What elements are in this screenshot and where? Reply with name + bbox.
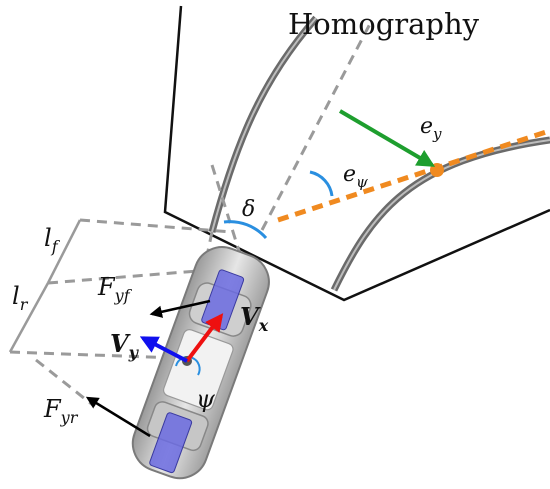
lf-top-guide	[79, 218, 233, 234]
epsi-arc	[309, 170, 334, 197]
homography-title: Homography	[288, 7, 480, 41]
lane-left-highlight	[211, 17, 317, 233]
heading-line	[277, 129, 547, 223]
lane-centerline	[260, 19, 374, 231]
dimension-lines	[8, 219, 82, 353]
ey-arrow	[338, 109, 436, 167]
lf-label: lf	[44, 224, 61, 256]
lf-dimension	[46, 219, 82, 284]
delta-arc	[223, 220, 268, 240]
epsi-label: eψ	[343, 162, 368, 191]
fyr-label: Fyr	[43, 395, 79, 427]
fyf-label: Fyf	[97, 273, 133, 305]
psi-label: ψ	[196, 385, 216, 413]
rear-guide	[35, 358, 95, 408]
fyf-arrow	[149, 299, 211, 318]
lr-label: lr	[12, 282, 29, 314]
lr-bottom-guide	[9, 350, 177, 360]
yaw-rate-arc	[175, 355, 201, 376]
vy-label: Vy	[110, 329, 140, 362]
vx-label: Vx	[240, 302, 269, 335]
homography-plane	[163, 5, 550, 302]
lf-mid-guide	[47, 268, 211, 285]
lane-lines	[208, 15, 550, 292]
plane-border	[163, 5, 550, 302]
vy-arrow	[139, 336, 188, 363]
lr-dimension	[8, 282, 50, 353]
car	[131, 246, 270, 480]
lane-left	[208, 15, 319, 233]
car-roof	[162, 329, 234, 411]
lane-point-marker	[430, 163, 444, 177]
lane-right-highlight	[333, 139, 550, 291]
vx-arrow	[185, 313, 224, 363]
rear-wheel	[149, 412, 193, 474]
ey-label: ey	[420, 114, 442, 143]
lane-right	[330, 136, 550, 292]
fyr-arrow	[85, 396, 151, 438]
delta-label: δ	[242, 197, 255, 222]
